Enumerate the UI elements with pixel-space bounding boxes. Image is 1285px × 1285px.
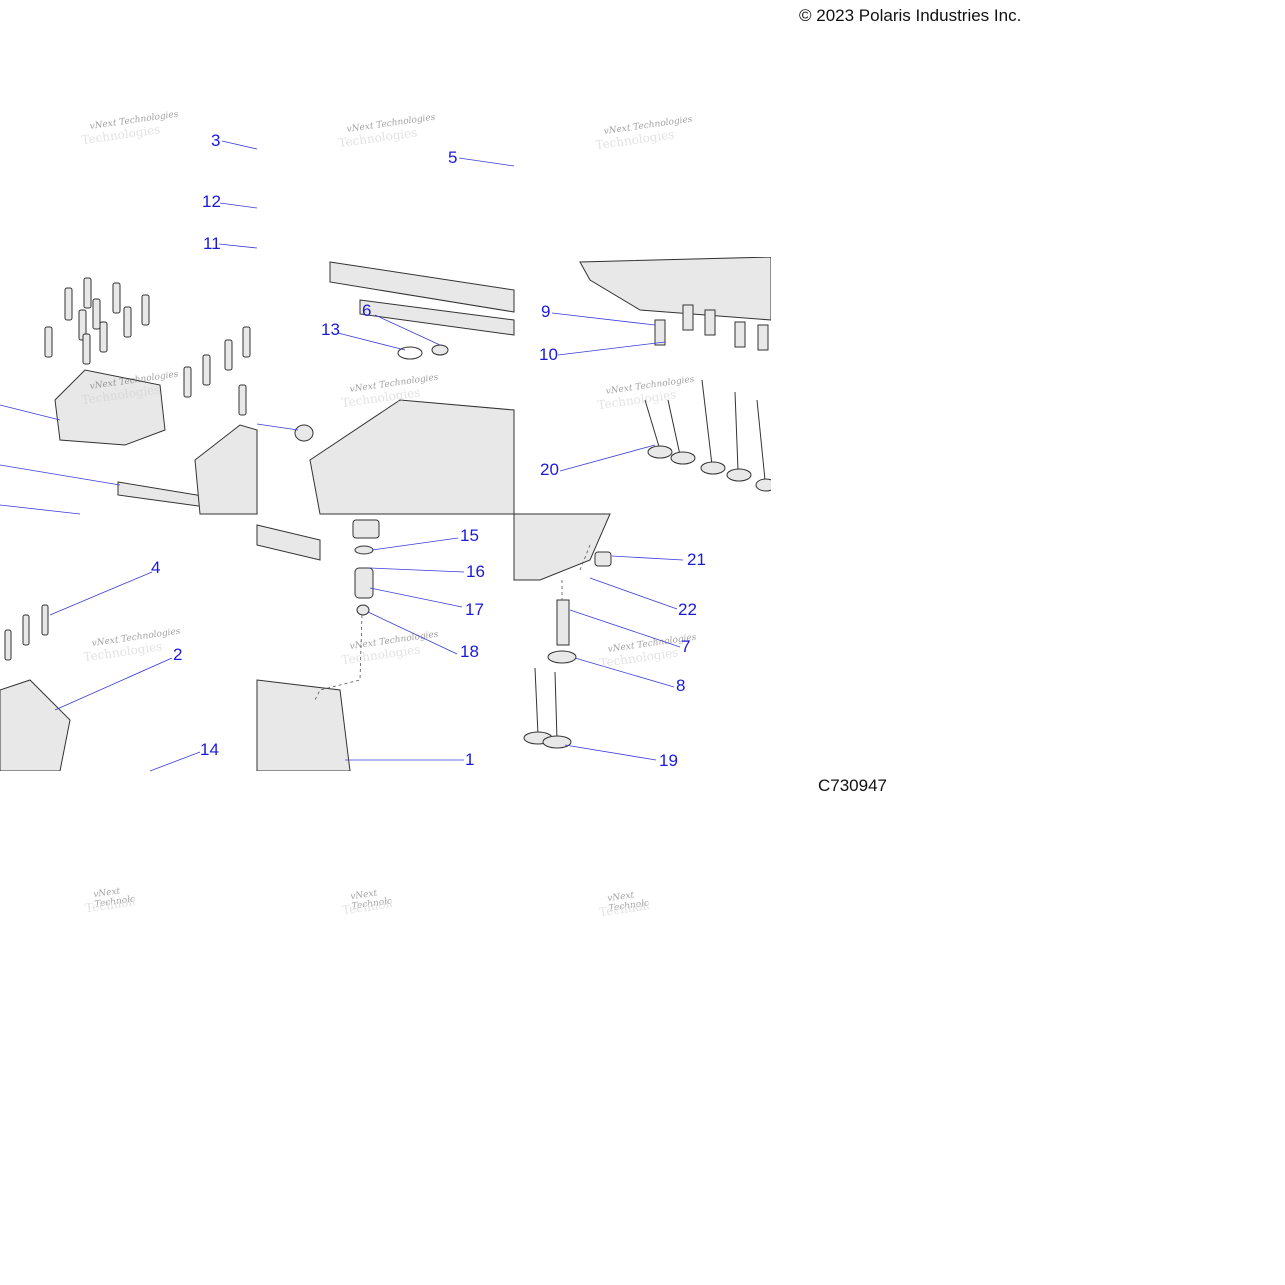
- valve-spring: [354, 567, 374, 599]
- callout-17[interactable]: 17: [465, 600, 484, 619]
- callout-14[interactable]: 14: [200, 740, 219, 759]
- bolts-group-upper: [44, 277, 251, 416]
- callout-8[interactable]: 8: [676, 676, 686, 695]
- callout-11[interactable]: 11: [203, 234, 221, 253]
- callout-3[interactable]: 3: [211, 131, 221, 150]
- figure-id: C730947: [818, 776, 888, 795]
- callout-15[interactable]: 15: [460, 526, 479, 545]
- valve-guides: [654, 304, 769, 351]
- callout-4[interactable]: 4: [151, 558, 161, 577]
- callout-2[interactable]: 2: [173, 645, 183, 664]
- cam-carrier-lower: [0, 679, 71, 771]
- callout-5[interactable]: 5: [448, 148, 458, 167]
- callout-18[interactable]: 18: [460, 642, 479, 661]
- valve-seal: [356, 604, 370, 616]
- sensor: [594, 551, 612, 567]
- valve-keeper: [431, 344, 449, 356]
- exhaust-manifold: [579, 257, 771, 321]
- callout-21[interactable]: 21: [687, 550, 706, 569]
- callout-7[interactable]: 7: [681, 637, 691, 656]
- leader-lines: [0, 140, 684, 772]
- camshaft-lower: [359, 299, 515, 336]
- callout-1[interactable]: 1: [465, 750, 475, 769]
- callout-6[interactable]: 6: [362, 301, 372, 320]
- callout-20[interactable]: 20: [540, 460, 559, 479]
- copyright-notice: © 2023 Polaris Industries Inc.: [799, 6, 1022, 25]
- cylinder-head: [309, 399, 515, 515]
- callout-10[interactable]: 10: [539, 345, 558, 364]
- head-casting-right: [513, 513, 611, 581]
- valve-bucket: [352, 519, 380, 539]
- cylinder-head-lower: [256, 679, 351, 771]
- seal-plug: [294, 424, 314, 442]
- callout-9[interactable]: 9: [541, 302, 551, 321]
- valve-guide-lower: [556, 599, 570, 646]
- cam-carrier: [54, 369, 166, 446]
- callout-22[interactable]: 22: [678, 600, 697, 619]
- rocker-housing: [194, 424, 258, 515]
- valve-seat-ring: [547, 650, 577, 664]
- camshaft-short: [256, 524, 321, 561]
- assembly-guides: [314, 544, 591, 701]
- valves-upper: [644, 379, 771, 492]
- callout-13[interactable]: 13: [321, 320, 340, 339]
- bolts-group-lower: [4, 604, 49, 661]
- snap-ring: [397, 346, 423, 360]
- spring-retainer: [354, 545, 374, 555]
- callout-16[interactable]: 16: [466, 562, 485, 581]
- valves-lower: [523, 667, 572, 749]
- camshaft-upper: [329, 261, 515, 313]
- callout-12[interactable]: 12: [202, 192, 221, 211]
- callout-19[interactable]: 19: [659, 751, 678, 770]
